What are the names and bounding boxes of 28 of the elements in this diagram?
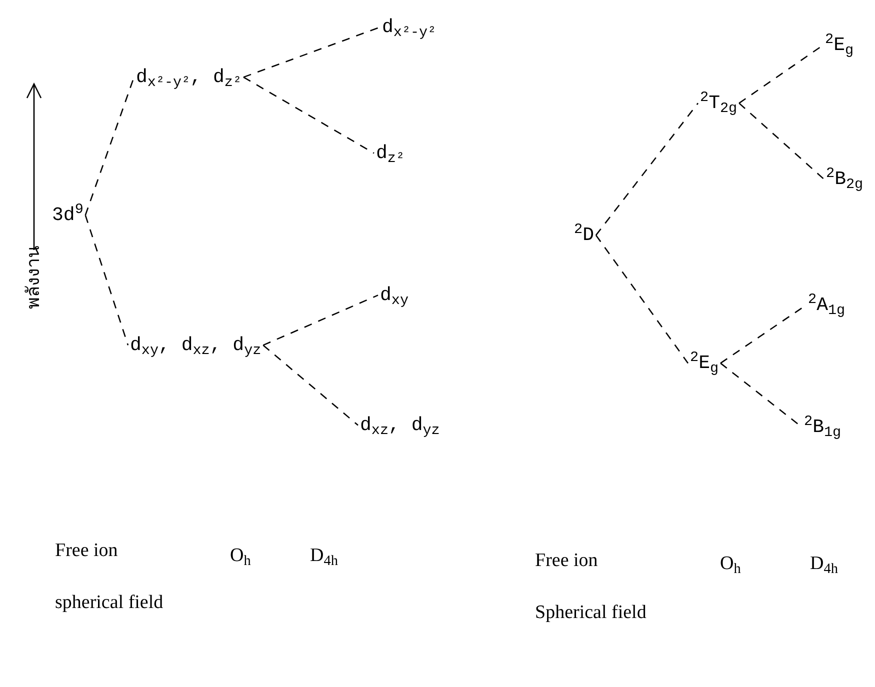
term-label: $^{2}$B$_{2g}$ [826, 164, 864, 194]
dashed-line [738, 102, 824, 180]
term-label: $^{2}$E$_{g}$ [825, 30, 854, 60]
dashed-line [84, 215, 129, 346]
dashed-line [243, 76, 374, 154]
dashed-line [595, 234, 689, 364]
column-label: D$_{4h}$ [810, 552, 839, 579]
term-label: d$_{xz}$, d$_{yz}$ [360, 410, 440, 440]
dashed-line [243, 26, 380, 78]
term-label: $^{2}$D [574, 220, 594, 250]
column-label: O$_{h}$ [720, 552, 742, 579]
dashed-line [262, 294, 378, 346]
dashed-line [262, 344, 358, 426]
term-label: d$_{xy}$, d$_{xz}$, d$_{yz}$ [130, 330, 262, 360]
column-label: D$_{4h}$ [310, 544, 339, 571]
term-label: $^{2}$A$_{1g}$ [808, 290, 846, 320]
term-label: 3d$^{9}$ [52, 200, 84, 230]
term-label: $^{2}$B$_{1g}$ [804, 412, 842, 442]
term-label: $^{2}$E$_{g}$ [690, 348, 719, 378]
term-label: d$_{x²-y²}$, d$_{z²}$ [136, 62, 242, 92]
term-label: d$_{xy}$ [380, 280, 409, 310]
column-label: Free ion Spherical field [535, 549, 648, 625]
term-label: $^{2}$T$_{2g}$ [700, 88, 738, 118]
column-label: O$_{h}$ [230, 544, 252, 571]
term-label: d$_{x²-y²}$ [382, 12, 436, 42]
term-label: d$_{z²}$ [376, 138, 405, 168]
column-label: Free ion spherical field [55, 539, 164, 615]
dashed-line [595, 102, 699, 236]
